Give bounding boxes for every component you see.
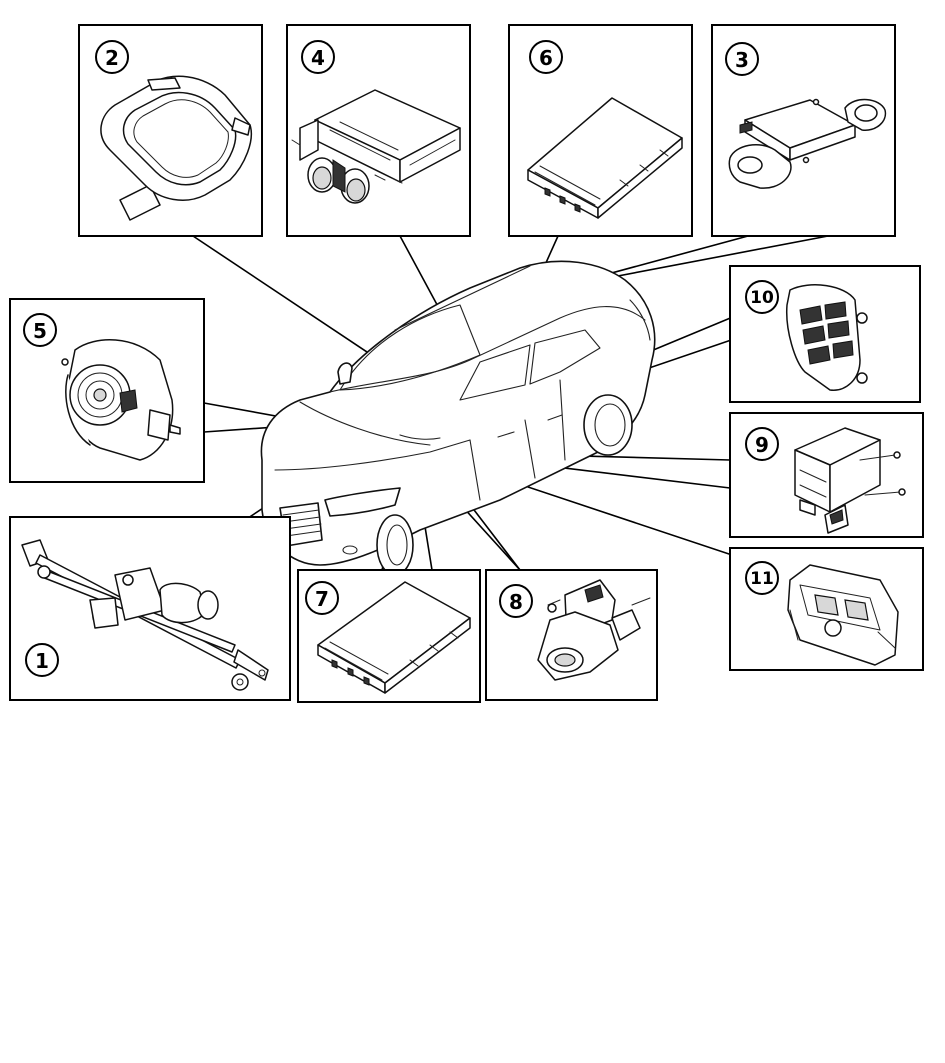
car-door-handle-rear [547,414,563,421]
callout-badge-1 [25,643,59,677]
callout-badge-9 [745,427,779,461]
callout-number-8: 8 [509,590,523,614]
component-box-9: 9 [729,412,924,538]
component-box-3: 3 [711,24,896,237]
control-module-illustration-6 [527,97,683,219]
callout-badge-8 [499,584,533,618]
siren-illustration [61,339,181,461]
car-fog-light [342,545,358,555]
callout-number-3: 3 [735,48,749,72]
component-box-5: 5 [9,298,205,483]
callout-number-10: 10 [750,288,774,308]
control-module-illustration-4 [291,89,461,204]
callout-number-7: 7 [315,587,329,611]
callout-number-5: 5 [33,319,47,343]
car-rear-lamp [629,299,651,341]
callout-number-4: 4 [311,46,325,70]
callout-badge-10 [745,280,779,314]
switch-illustration-9 [794,427,906,534]
car-side-window-rear [529,329,601,385]
car-door-handle-front [497,431,515,438]
callout-badge-7 [305,581,339,615]
car-windshield [339,304,481,391]
car-rear-rim [594,403,626,447]
callout-number-2: 2 [105,46,119,70]
component-box-7: 7 [297,569,481,703]
car-roof-line [329,306,646,393]
callout-number-1: 1 [35,649,49,673]
bracket-sensor-illustration [728,98,887,189]
car-roof-rail [394,265,531,331]
callout-badge-5 [23,313,57,347]
component-box-2: 2 [78,24,263,237]
car-dash-hint [399,434,441,440]
component-box-10: 10 [729,265,921,403]
component-box-6: 6 [508,24,693,237]
callout-badge-6 [529,40,563,74]
car-front-rim [386,524,408,566]
car-door-lines [469,379,566,501]
rain-sensor-illustration [100,75,252,221]
component-box-11: 11 [729,547,924,671]
callout-badge-3 [725,42,759,76]
wiper-linkage-illustration [21,539,269,691]
component-box-1: 1 [9,516,291,701]
car-mirror [337,362,353,385]
car-grille-slats [282,509,322,537]
car-hood-edge [274,439,471,471]
callout-number-11: 11 [750,569,774,589]
car-hood-crease [299,401,431,446]
callout-number-9: 9 [755,433,769,457]
control-module-illustration-7 [317,581,471,694]
callout-number-6: 6 [539,46,553,70]
ignition-lock-illustration [537,579,651,681]
car-side-window-front [459,344,531,401]
callout-badge-11 [745,561,779,595]
car-illustration [260,260,656,576]
callout-badge-4 [301,40,335,74]
component-box-8: 8 [485,569,658,701]
car-headlight [324,487,401,517]
component-box-4: 4 [286,24,471,237]
callout-badge-2 [95,40,129,74]
steering-control-illustration-10 [786,284,868,391]
switch-panel-illustration-11 [787,564,899,666]
car-front-wheel [376,514,414,576]
